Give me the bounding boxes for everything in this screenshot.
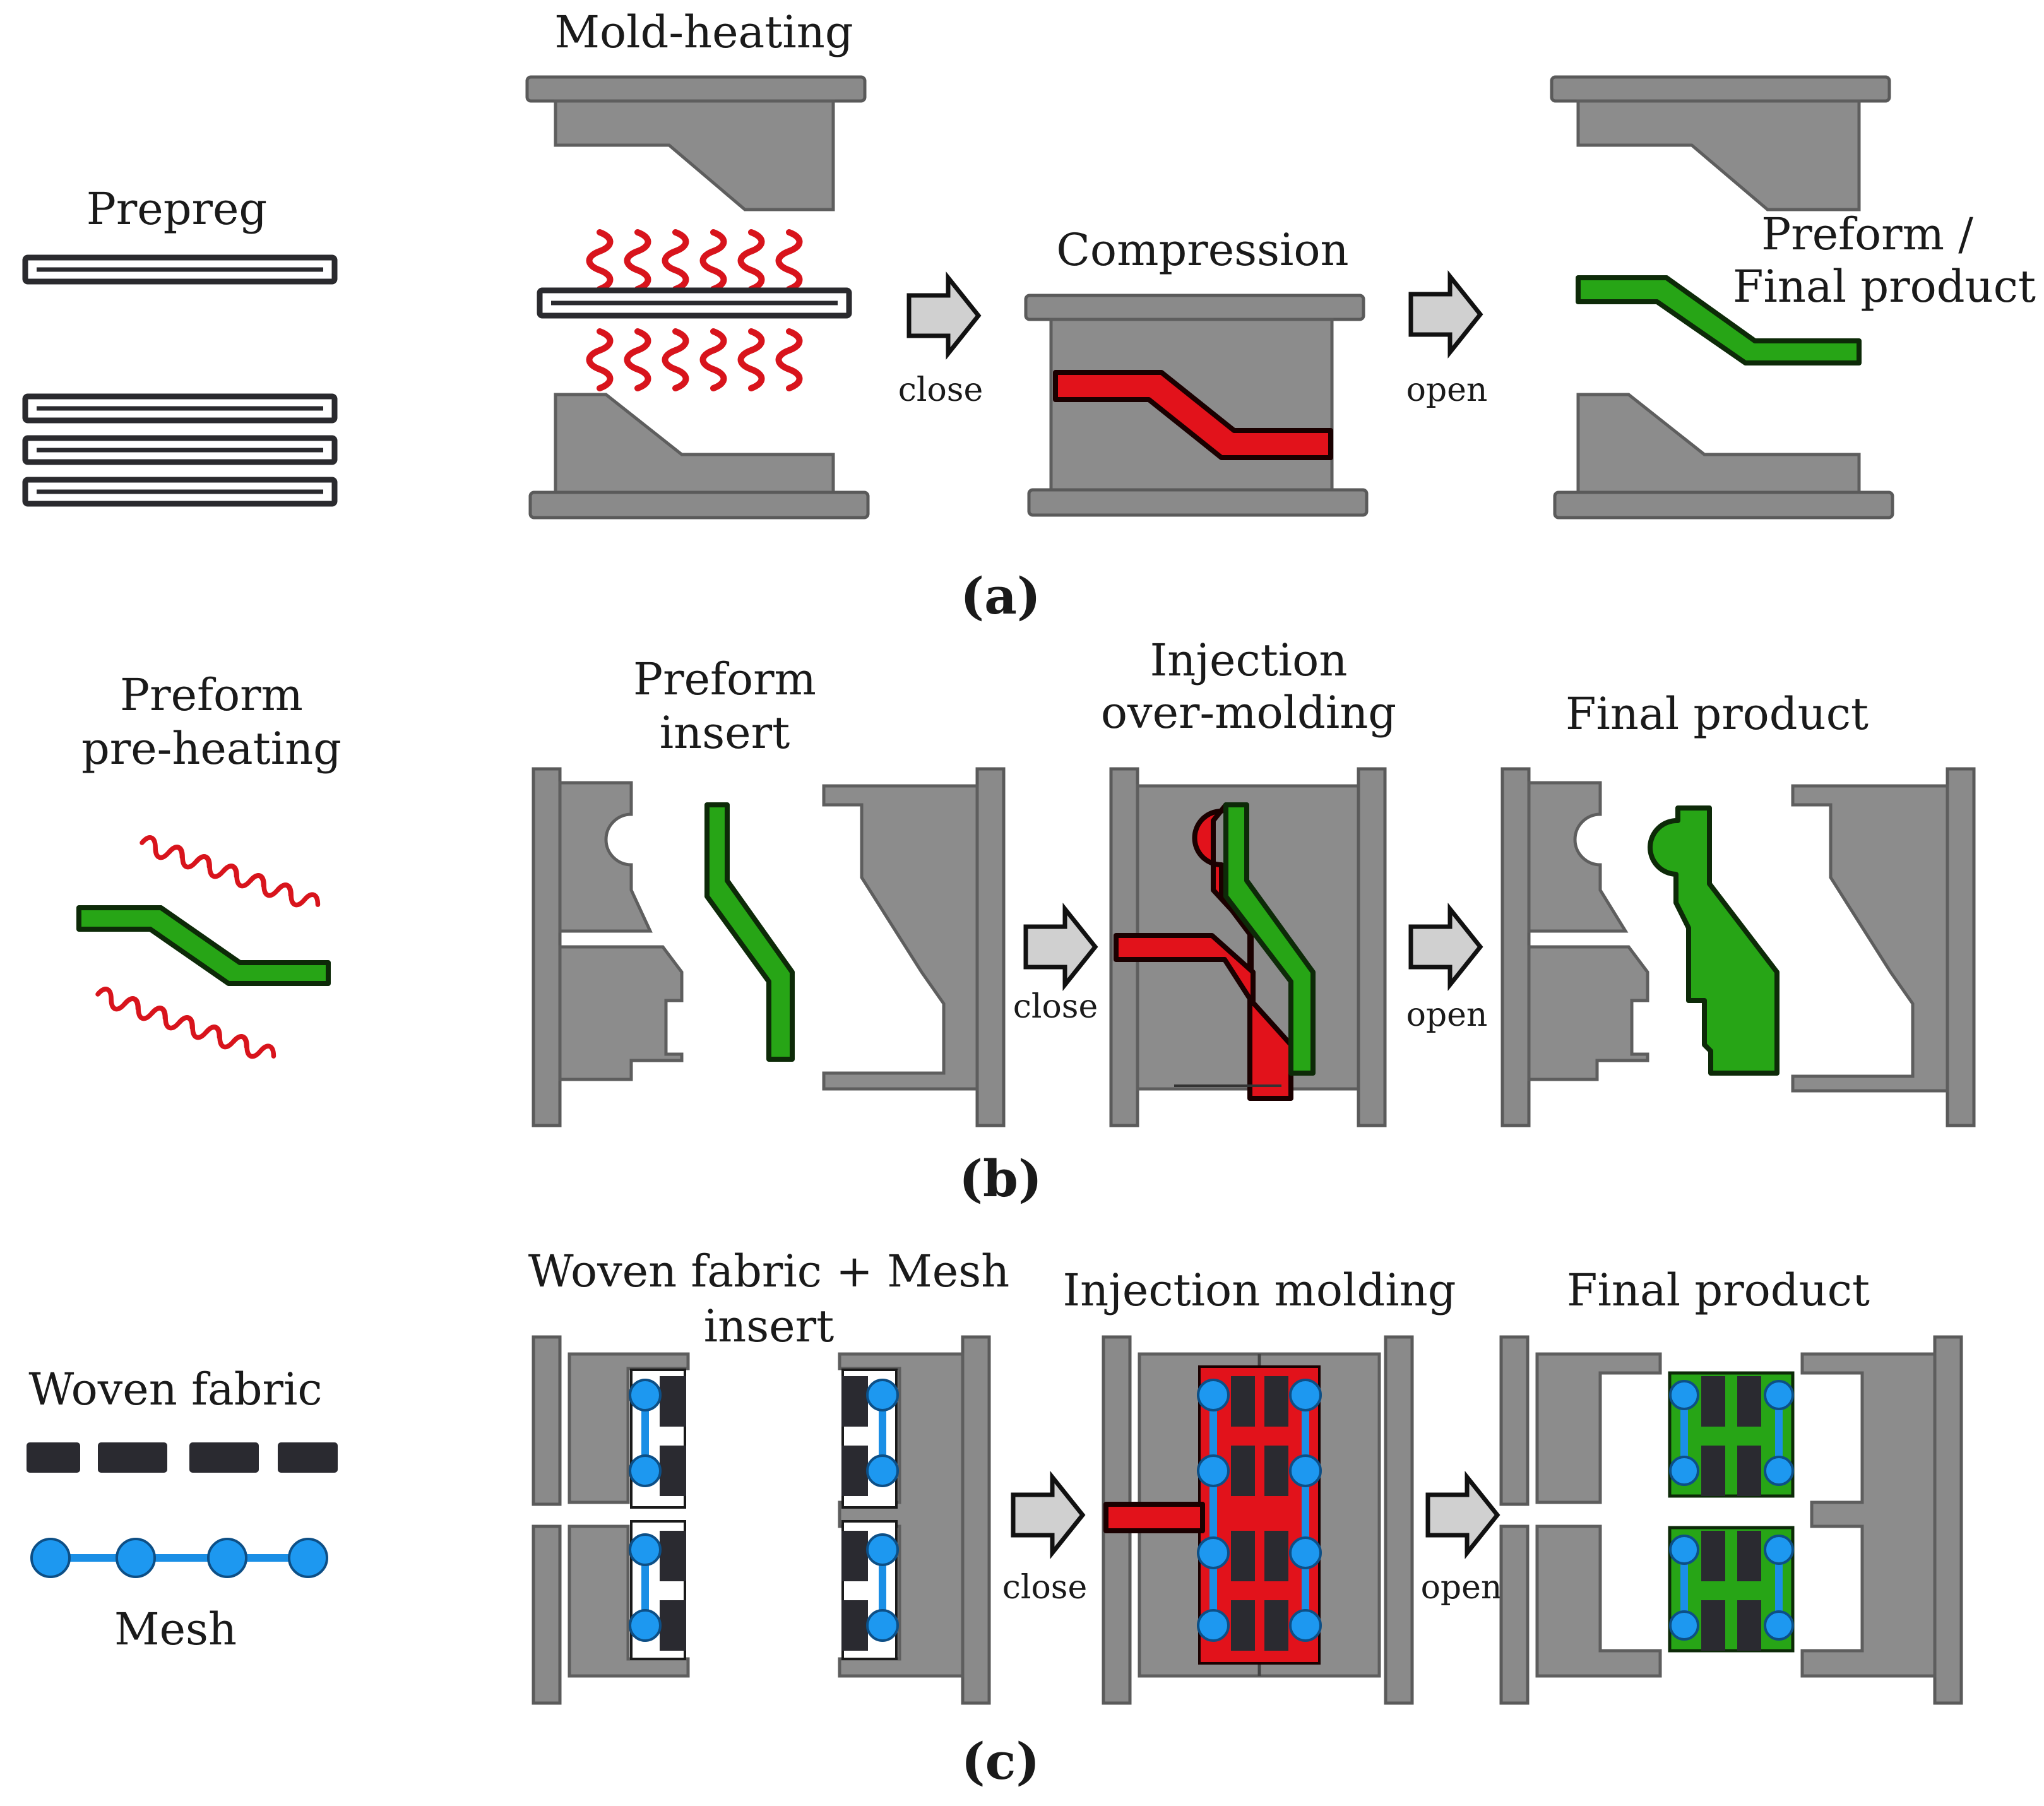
mesh-label: Mesh xyxy=(114,1603,237,1655)
insert-label-c-1: Woven fabric + Mesh xyxy=(528,1245,1009,1297)
panel-c: Woven fabric Mesh Woven fabric + Mesh in… xyxy=(27,1245,1963,1791)
mesh-sample xyxy=(30,1538,328,1578)
caption-c: (c) xyxy=(961,1732,1040,1791)
open-arrow-b: open xyxy=(1406,909,1488,1034)
open-arrow-c: open xyxy=(1421,1477,1502,1607)
heating-mold xyxy=(525,75,870,520)
injection-label: Injection molding xyxy=(1062,1264,1456,1316)
open-mold-a xyxy=(1550,75,1894,520)
heat-waves-lower xyxy=(590,331,800,388)
overmold-mold xyxy=(1109,767,1387,1127)
caption-b: (b) xyxy=(959,1149,1042,1208)
preform-label: Preform / xyxy=(1761,208,1973,260)
open-label-c: open xyxy=(1421,1569,1502,1607)
compression-label: Compression xyxy=(1056,224,1348,276)
insert-mold-c xyxy=(532,1335,991,1705)
final-product-c-upper xyxy=(1668,1371,1795,1498)
open-label-b: open xyxy=(1406,996,1488,1034)
compression-mold xyxy=(1024,294,1369,517)
final-product-c-lower xyxy=(1668,1526,1795,1653)
heat-waves-upper xyxy=(590,232,800,289)
overmold-label-1: Injection xyxy=(1150,634,1348,686)
open-arrow-a: open xyxy=(1406,276,1488,409)
insert-right-fabric-mesh xyxy=(841,1369,899,1660)
final-product-label-b: Final product xyxy=(1566,688,1869,740)
woven-fabric-sample xyxy=(27,1442,338,1473)
close-arrow-c: close xyxy=(1002,1477,1088,1607)
prepreg-stack xyxy=(22,254,338,507)
close-label-a: close xyxy=(898,371,983,409)
panel-a: Prepreg Mold-heating xyxy=(22,6,2036,626)
insert-left-fabric-mesh xyxy=(629,1369,686,1660)
injection-fabric-mesh xyxy=(1197,1376,1322,1651)
fabric-label: Woven fabric xyxy=(28,1363,322,1415)
open-mold-c xyxy=(1499,1335,1963,1705)
open-mold-b xyxy=(1500,767,1976,1127)
insert-mold-b xyxy=(532,767,1006,1127)
close-label-b: close xyxy=(1013,988,1098,1026)
caption-a: (a) xyxy=(960,566,1041,626)
injection-mold-c xyxy=(1102,1335,1414,1705)
close-label-c: close xyxy=(1002,1569,1088,1607)
final-product-label-c: Final product xyxy=(1567,1264,1870,1316)
heat-waves-lower-b xyxy=(95,987,276,1063)
preform-preheat xyxy=(76,835,331,1063)
heat-waves-upper-b xyxy=(140,835,321,912)
preheat-label-2: pre-heating xyxy=(81,723,342,775)
close-arrow-b: close xyxy=(1013,909,1098,1026)
open-label-a: open xyxy=(1406,371,1488,409)
mold-heating-label: Mold-heating xyxy=(554,6,853,58)
insert-label-c-2: insert xyxy=(704,1300,834,1352)
insert-label-2: insert xyxy=(660,707,790,759)
prepreg-label: Prepreg xyxy=(86,183,268,235)
overmold-label-2: over-molding xyxy=(1101,687,1396,739)
final-product-label-a: Final product xyxy=(1733,261,2036,312)
close-arrow-a: close xyxy=(898,278,983,409)
panel-b: Preform pre-heating Preform i xyxy=(76,634,1976,1208)
preheat-label-1: Preform xyxy=(120,669,303,721)
insert-label-1: Preform xyxy=(633,653,816,705)
